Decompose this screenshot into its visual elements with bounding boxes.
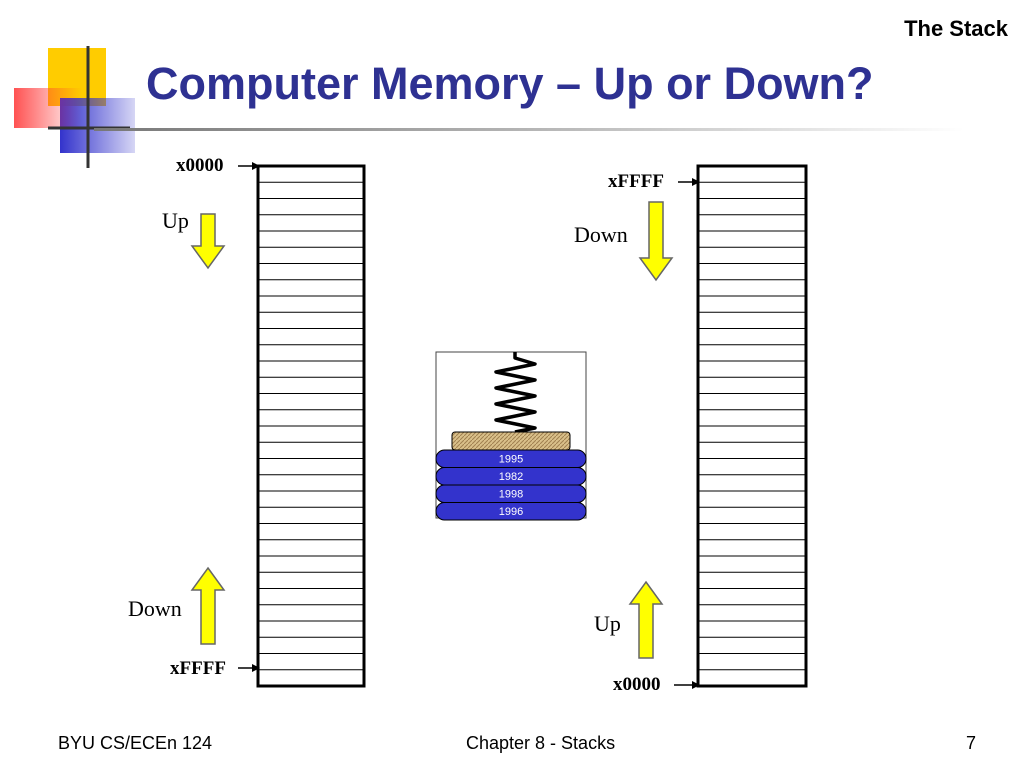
up-arrow-right — [628, 580, 664, 659]
right-top-direction-label: Down — [574, 222, 628, 247]
right-top-address: xFFFF — [608, 171, 664, 192]
right-bottom-direction-label: Up — [594, 611, 621, 636]
footer-page-number: 7 — [966, 733, 977, 753]
memory-column-right — [696, 164, 808, 688]
up-arrow-left — [190, 566, 226, 645]
memory-column-left — [256, 164, 366, 688]
slide-logo — [14, 46, 135, 168]
address-pointer-left-bottom — [238, 664, 260, 672]
right-bottom-address: x0000 — [613, 674, 661, 695]
left-top-direction-label: Up — [162, 208, 189, 233]
corner-label: The Stack — [904, 16, 1008, 41]
plate-label: 1995 — [499, 454, 523, 466]
left-top-address: x0000 — [176, 155, 224, 176]
footer-chapter: Chapter 8 - Stacks — [466, 733, 616, 753]
address-pointer-right-bottom — [674, 681, 700, 689]
plate-label: 1982 — [499, 471, 523, 483]
left-bottom-address: xFFFF — [170, 658, 226, 679]
spring-icon — [494, 352, 537, 434]
footer-course: BYU CS/ECEn 124 — [58, 733, 213, 753]
page-title: Computer Memory – Up or Down? — [146, 58, 874, 109]
down-arrow-right — [638, 201, 674, 282]
plate-label: 1996 — [499, 506, 523, 518]
left-bottom-direction-label: Down — [128, 596, 182, 621]
down-arrow-left — [190, 213, 226, 270]
plate-label: 1998 — [499, 489, 523, 501]
address-pointer-left-top — [238, 162, 260, 170]
spring-platform — [451, 431, 571, 451]
address-pointer-right-top — [678, 178, 700, 186]
plate — [435, 502, 587, 521]
plate-stack-illustration: 1995 1982 1998 1996 — [435, 351, 587, 521]
title-underline — [94, 128, 964, 131]
